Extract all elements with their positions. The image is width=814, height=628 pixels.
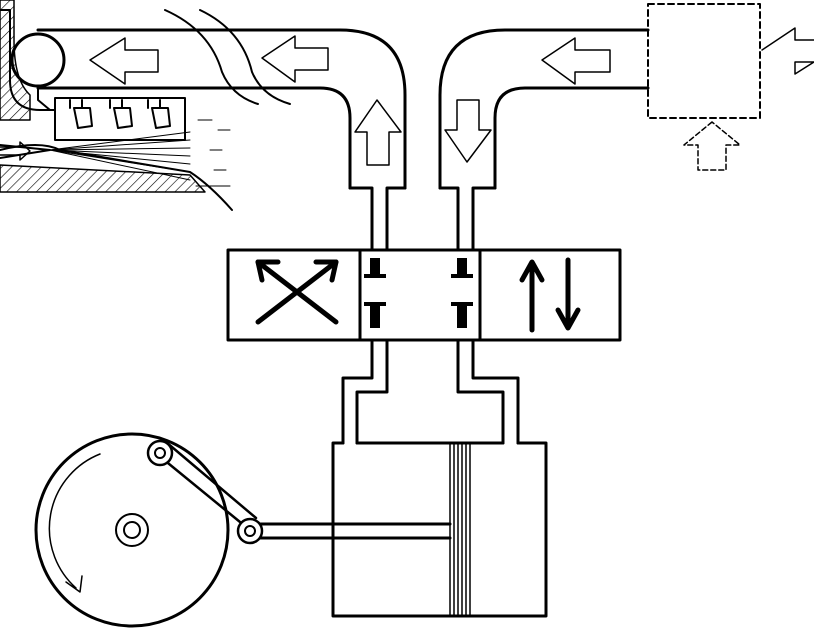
cylinder-body — [331, 441, 548, 618]
injector-feed-line — [37, 85, 51, 111]
rod-joint-inner — [244, 525, 256, 537]
flow-arrow-down-icon — [444, 99, 492, 163]
injector-unit — [0, 0, 233, 211]
blocked-ports — [364, 258, 473, 328]
injector-nozzles — [69, 99, 171, 129]
injector-base-outline — [0, 144, 233, 211]
injector-base-hatched — [0, 164, 206, 193]
exhaust-duct-foot — [348, 186, 407, 252]
cylinder-pipes — [341, 338, 520, 445]
crank-linkage — [146, 439, 264, 545]
injector-dashes — [195, 119, 231, 187]
valve-body — [226, 248, 622, 342]
rod-joint-outer — [236, 517, 264, 545]
injector-body-outline — [0, 9, 56, 111]
piston-rod — [254, 522, 452, 540]
flow-arrow-left-icon — [261, 35, 329, 83]
injector-housing-hatched — [0, 0, 31, 121]
flow-arrow-left-icon — [761, 27, 814, 75]
flywheel-hub-inner — [123, 521, 141, 539]
injector-spray-fan — [49, 131, 191, 181]
intake-source-box — [647, 3, 814, 171]
rotation-arrow-icon — [48, 453, 101, 593]
crank-pin-outer — [146, 439, 174, 467]
exhaust-duct — [36, 9, 407, 252]
flow-arrow-left-icon — [541, 37, 611, 85]
double-acting-cylinder — [254, 441, 548, 618]
exhaust-duct-outer — [36, 28, 407, 190]
directional-valve — [226, 248, 622, 342]
flywheel-hub-outer — [115, 513, 149, 547]
cross-arrows-icon — [255, 259, 339, 325]
flywheel-rim — [34, 432, 230, 628]
exhaust-duct-inner — [36, 86, 352, 190]
pipe-right — [456, 338, 520, 445]
intake-source-outline — [647, 3, 761, 119]
flow-arrow-up-icon — [354, 99, 402, 166]
pipe-left — [341, 338, 389, 445]
crank-pin-inner — [154, 447, 166, 459]
parallel-arrows-icon — [519, 257, 581, 333]
piston — [449, 442, 471, 617]
injector-reservoir-ball — [10, 32, 66, 88]
injector-plenum — [54, 97, 186, 141]
intake-duct-outer — [438, 28, 650, 190]
intake-duct-inner — [493, 86, 650, 190]
intake-duct-foot — [438, 186, 497, 252]
intake-duct — [438, 28, 650, 252]
flow-arrow-left-icon — [89, 37, 159, 85]
flywheel — [34, 432, 230, 628]
inlet-arrow-icon — [0, 141, 31, 161]
flow-arrow-up-icon — [683, 121, 741, 171]
duct-break-mark — [164, 9, 291, 105]
